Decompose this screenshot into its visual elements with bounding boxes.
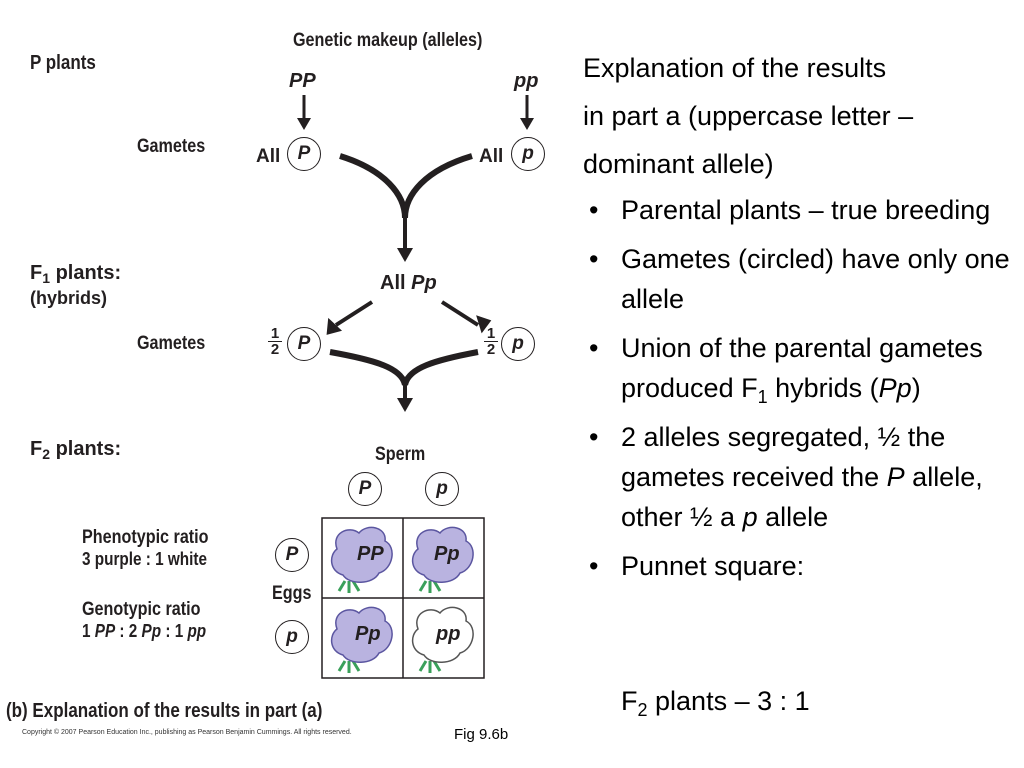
genotypic-value: 1 PP : 2 Pp : 1 pp [82, 621, 207, 641]
f1-plants-label: F1 plants: [30, 262, 122, 286]
sperm-p: p [425, 472, 459, 506]
punnett-cell-Pp-bottom: Pp [323, 599, 403, 678]
explanation-heading: Explanation of the results in part a (up… [583, 53, 914, 179]
gametes-label-top: Gametes [137, 136, 206, 157]
copyright-notice: Copyright © 2007 Pearson Education Inc.,… [22, 729, 352, 736]
gamete-P-mid: P [287, 327, 321, 361]
f2-ratio-line: F2 plants – 3 : 1 [621, 686, 810, 720]
phenotypic-title: Phenotypic ratio [82, 527, 209, 548]
f1-subscript: 1 [42, 270, 51, 286]
punnett-cell-pp: pp [404, 599, 484, 678]
bullet-union: Union of the parental gametes produced F… [583, 328, 1023, 408]
hybrids-label: (hybrids) [30, 288, 108, 308]
split-arrow-right [440, 300, 492, 334]
arrow-pp-to-gamete-left [297, 95, 311, 130]
gamete-p-mid: p [501, 327, 535, 361]
phenotypic-value: 3 purple : 1 white [82, 549, 207, 569]
punnett-cell-Pp-top: Pp [404, 519, 484, 598]
p-plants-label: P plants [30, 52, 96, 74]
bullet-gametes: Gametes (circled) have only one allele [583, 239, 1023, 319]
f2-plants-label: F2 plants: [30, 438, 122, 462]
bullet-punnet: Punnet square: [583, 546, 1023, 586]
all-pp-label: All Pp [380, 272, 437, 294]
egg-P: P [275, 538, 309, 572]
punnett-grid [321, 517, 485, 679]
egg-p: p [275, 620, 309, 654]
gamete-P-top: P [287, 137, 321, 171]
merge-arrow-to-f2 [329, 349, 479, 412]
fig-label: Fig 9.6b [454, 726, 509, 743]
bullet-parental: Parental plants – true breeding [583, 190, 1023, 230]
genotypic-title: Genotypic ratio [82, 599, 201, 620]
bullet-list: Parental plants – true breeding Gametes … [583, 190, 1023, 595]
all-right-label: All [479, 146, 504, 167]
f2-subscript: 2 [42, 446, 51, 462]
all-left-label: All [256, 146, 281, 167]
pp-dominant-genotype: PP [289, 70, 316, 92]
purple-flower-icon [411, 526, 474, 593]
arrow-pp-to-gamete-right [520, 95, 534, 130]
diagram-arrows [297, 95, 534, 679]
eggs-label: Eggs [272, 583, 312, 604]
purple-flower-icon [330, 526, 393, 593]
pp-recessive-genotype: pp [514, 70, 539, 92]
white-flower-icon [411, 606, 474, 673]
gametes-label-mid: Gametes [137, 333, 206, 354]
bullet-segregated: 2 alleles segregated, ½ the gametes rece… [583, 417, 1023, 537]
sperm-label: Sperm [375, 444, 426, 465]
merge-arrow-to-f1 [339, 153, 473, 262]
sperm-P: P [348, 472, 382, 506]
gamete-p-top: p [511, 137, 545, 171]
purple-flower-icon [330, 606, 393, 673]
figure-caption: (b) Explanation of the results in part (… [6, 700, 323, 722]
split-arrow-left [326, 300, 374, 335]
punnett-cell-PP: PP [323, 519, 403, 598]
genetic-makeup-header: Genetic makeup (alleles) [293, 30, 483, 51]
